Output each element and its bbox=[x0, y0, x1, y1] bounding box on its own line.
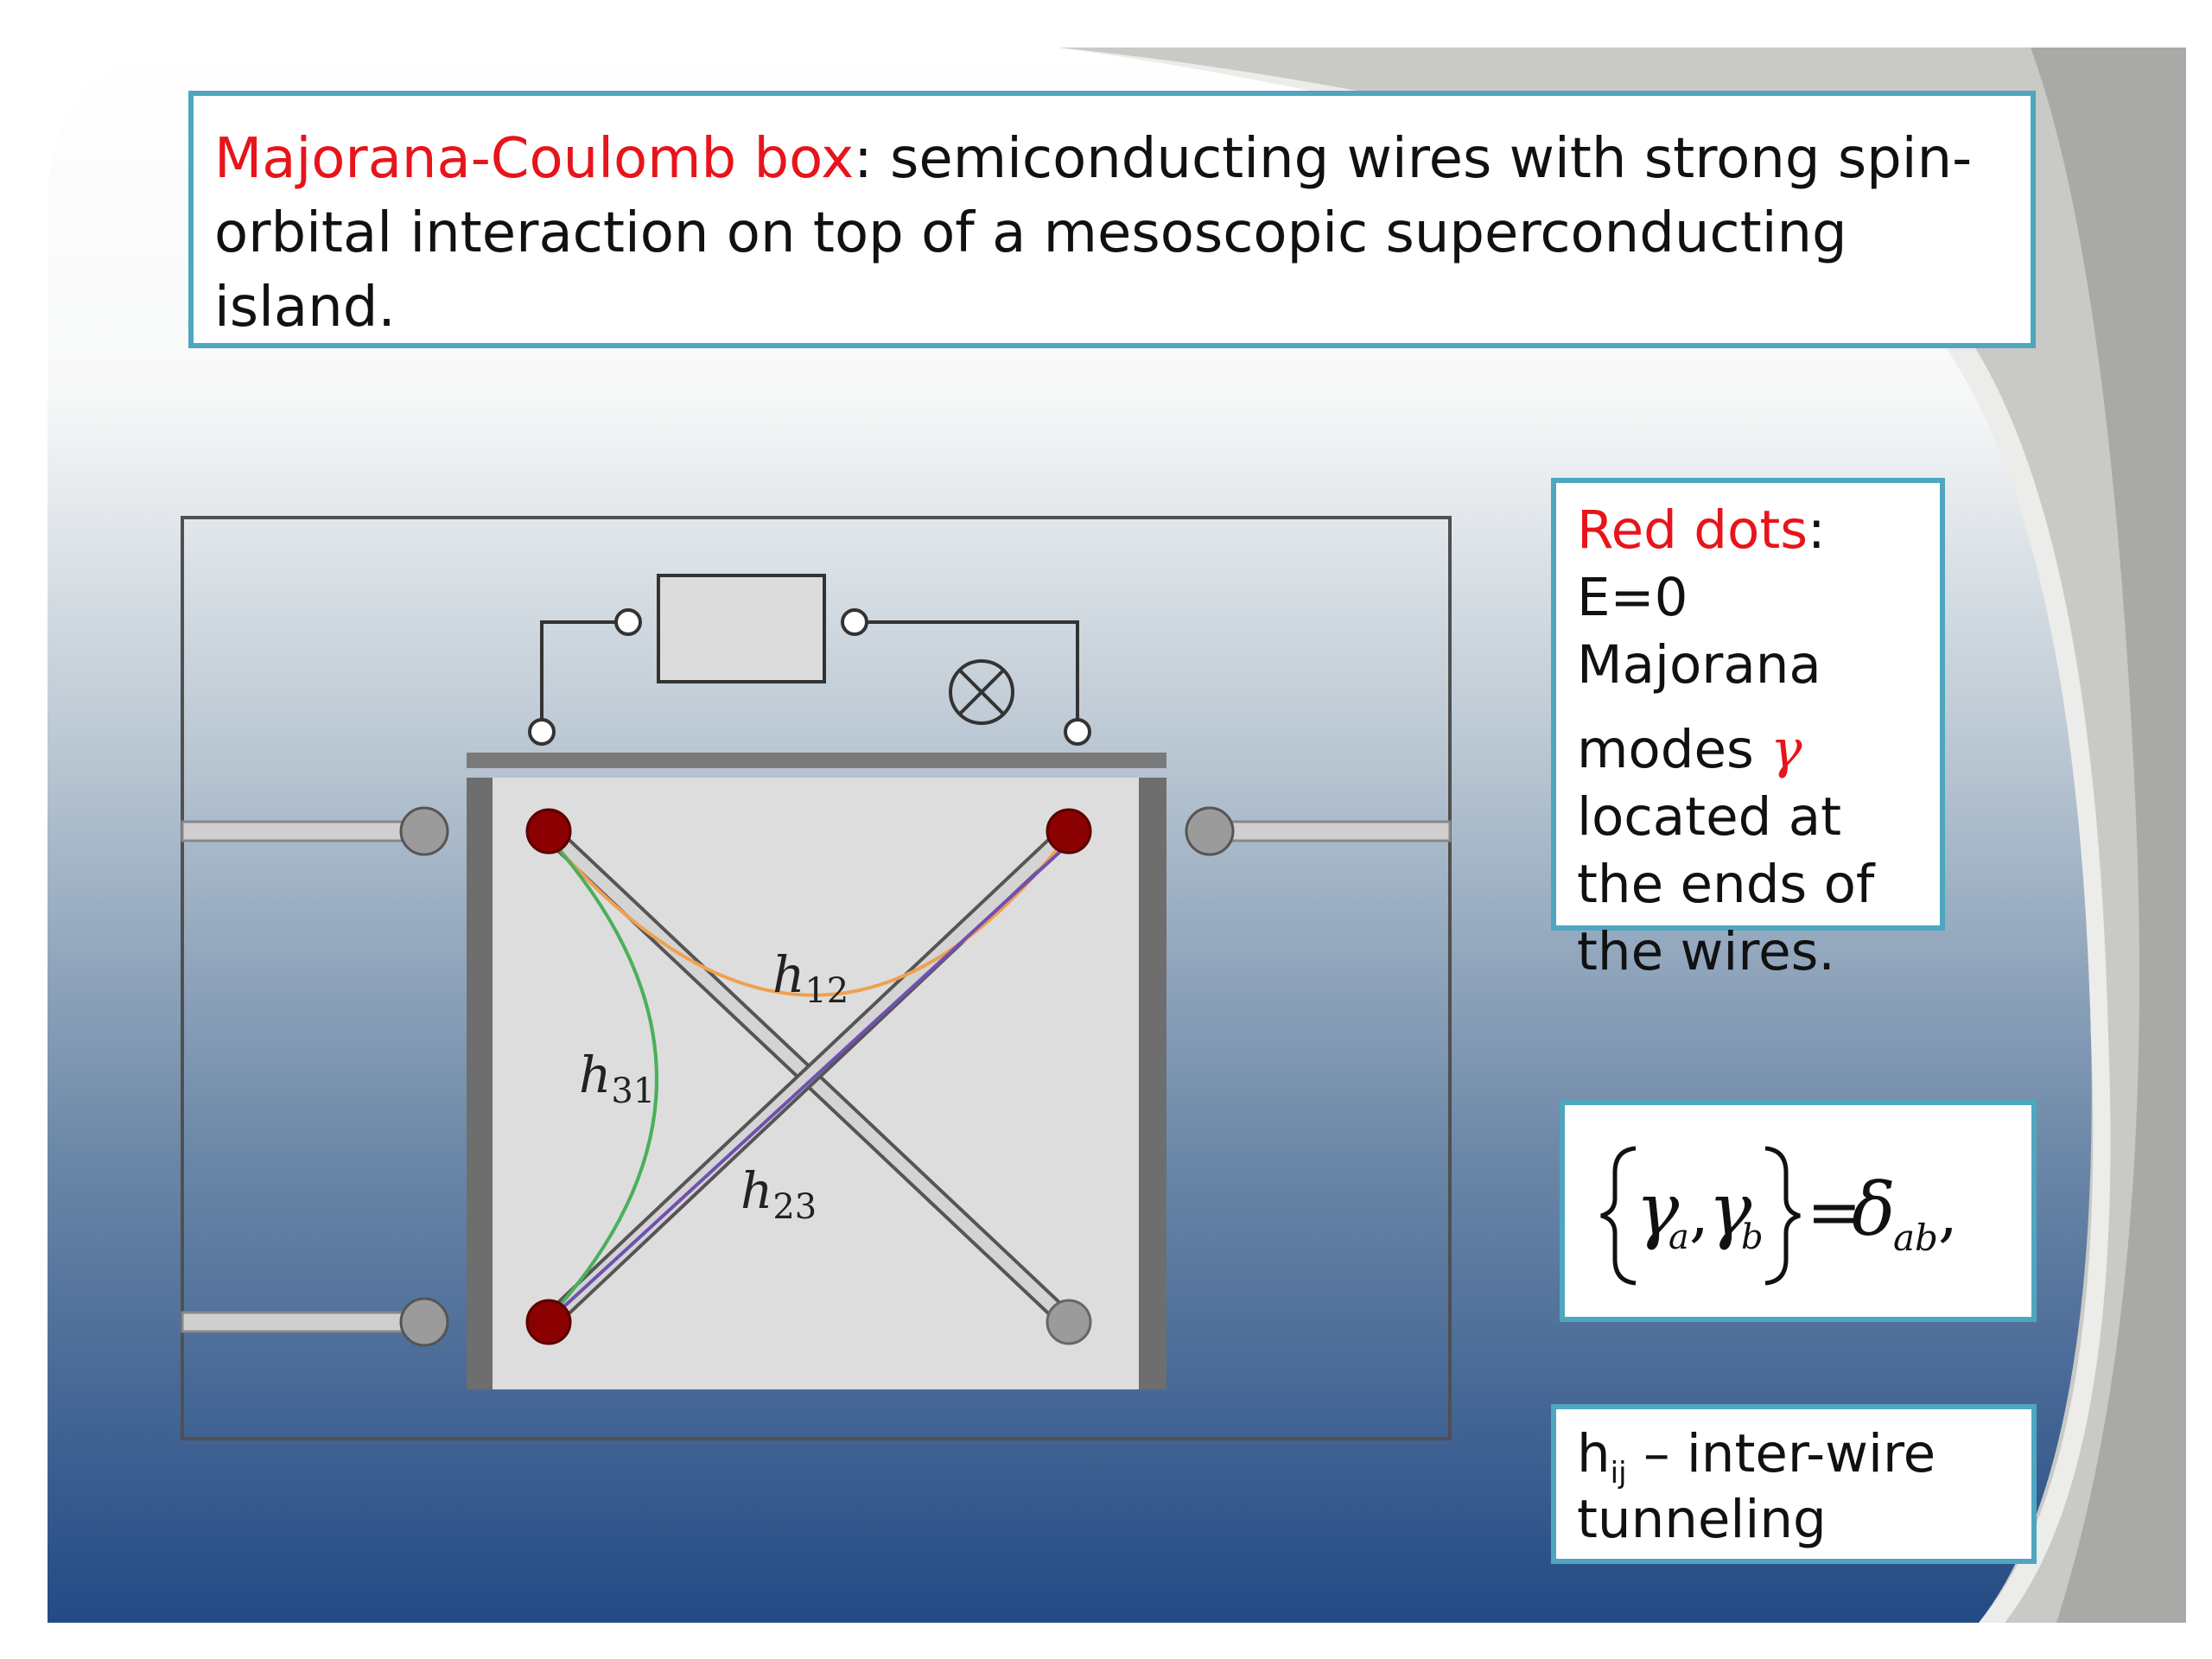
island-top-bar bbox=[467, 753, 1166, 768]
outer-frame bbox=[181, 516, 1452, 1440]
tunneling-note: hij – inter-wire tunneling bbox=[1551, 1404, 2037, 1564]
lead-left-top bbox=[181, 820, 426, 842]
wire-end-gray bbox=[1046, 1299, 1092, 1345]
lead-contact bbox=[1185, 806, 1235, 856]
gamma-symbol: γ bbox=[1770, 719, 1802, 780]
tunneling-text: – inter-wire tunneling bbox=[1577, 1423, 1936, 1550]
note-highlight: Red dots bbox=[1577, 499, 1808, 561]
sub-b: b bbox=[1741, 1217, 1764, 1257]
label-h23: h23 bbox=[741, 1161, 817, 1227]
gamma-b: γ bbox=[1708, 1167, 1752, 1252]
anticommutator-formula: γ a , γ b = δ ab , bbox=[1560, 1100, 2037, 1322]
terminal-node bbox=[841, 608, 868, 636]
hij-symbol: h bbox=[1577, 1423, 1611, 1484]
note-line: modes γ bbox=[1577, 716, 1924, 784]
left-brace-icon bbox=[1600, 1146, 1637, 1286]
formula-comma: , bbox=[1689, 1177, 1709, 1249]
lead-contact bbox=[399, 1297, 449, 1347]
circuit-wire-left bbox=[540, 620, 628, 732]
hij-subscript: ij bbox=[1610, 1456, 1627, 1491]
sub-a: a bbox=[1669, 1217, 1689, 1257]
title-textbox: Majorana-Coulomb box: semiconducting wir… bbox=[188, 91, 2036, 348]
majorana-dot bbox=[525, 808, 572, 855]
note-line: Red dots: E=0 bbox=[1577, 497, 1924, 632]
note-line: the wires. bbox=[1577, 921, 1835, 982]
equals-sign: = bbox=[1807, 1173, 1862, 1250]
slide-gray-curve-dark bbox=[2031, 48, 2186, 1623]
note-line: the ends of bbox=[1577, 854, 1875, 915]
note-text: modes bbox=[1577, 719, 1771, 780]
terminal-node bbox=[528, 718, 556, 746]
red-dots-note: Red dots: E=0 Majorana modes γ located a… bbox=[1551, 478, 1945, 982]
majorana-dot bbox=[1046, 808, 1092, 855]
formula-trailing-comma: , bbox=[1938, 1177, 1958, 1249]
flux-cross-icon bbox=[949, 659, 1014, 725]
circuit-wire-right bbox=[855, 620, 1079, 732]
right-brace-icon bbox=[1764, 1146, 1801, 1286]
island-left-wall bbox=[467, 778, 493, 1389]
island-right-wall bbox=[1139, 778, 1166, 1389]
label-h31: h31 bbox=[579, 1046, 655, 1111]
note-line: located at bbox=[1577, 786, 1842, 848]
tunnel-path-h23 bbox=[553, 836, 1077, 1317]
title-text: : semiconducting wires with strong spin-… bbox=[214, 127, 1973, 340]
lead-contact bbox=[399, 806, 449, 856]
majorana-dot bbox=[525, 1299, 572, 1345]
terminal-node bbox=[1064, 718, 1091, 746]
title-highlight: Majorana-Coulomb box bbox=[214, 127, 855, 191]
lead-right bbox=[1208, 820, 1452, 842]
line-gap bbox=[1577, 699, 1924, 716]
formula-render: γ a , γ b = δ ab , bbox=[1600, 1146, 1958, 1286]
lead-left-bottom bbox=[181, 1311, 426, 1333]
sub-ab: ab bbox=[1893, 1217, 1938, 1259]
tunnel-path-h12 bbox=[551, 838, 1066, 997]
tunnel-path-h31 bbox=[551, 841, 658, 1315]
note-text: : E=0 bbox=[1577, 499, 1826, 628]
gamma-a: γ bbox=[1636, 1167, 1680, 1252]
label-h12: h12 bbox=[772, 945, 849, 1011]
measurement-box bbox=[657, 574, 826, 683]
terminal-node bbox=[614, 608, 642, 636]
note-line: Majorana bbox=[1577, 634, 1821, 696]
delta: δ bbox=[1852, 1167, 1896, 1252]
